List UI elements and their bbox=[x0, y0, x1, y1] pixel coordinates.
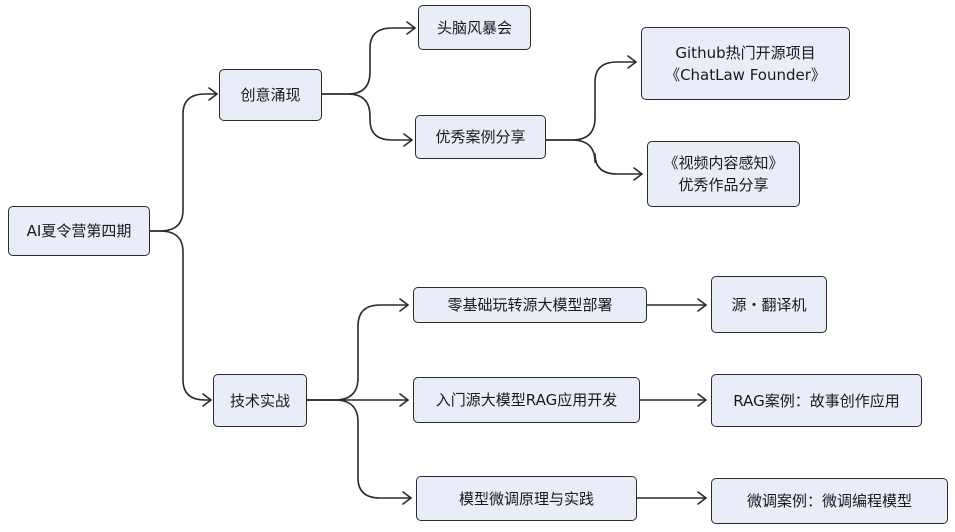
arrowhead bbox=[402, 491, 412, 505]
connector-creative-showcase bbox=[321, 93, 413, 141]
video-node[interactable]: 《视频内容感知》 优秀作品分享 bbox=[647, 141, 800, 207]
finetune-case-label: 微调案例：微调编程模型 bbox=[746, 492, 912, 510]
video-line2: 优秀作品分享 bbox=[678, 176, 769, 194]
arrowhead bbox=[208, 87, 218, 101]
brainstorm-label: 头脑风暴会 bbox=[436, 18, 512, 37]
tech-node[interactable]: 技术实战 bbox=[213, 374, 307, 427]
arrowhead bbox=[403, 133, 413, 147]
arrowhead bbox=[697, 491, 707, 505]
connector-showcase-github bbox=[545, 61, 637, 141]
finetune-label: 模型微调原理与实践 bbox=[458, 489, 594, 508]
arrowhead bbox=[399, 393, 409, 407]
tech-label: 技术实战 bbox=[229, 391, 290, 410]
translator-node[interactable]: 源・翻译机 bbox=[711, 276, 827, 333]
rag-case-node[interactable]: RAG案例：故事创作应用 bbox=[711, 374, 922, 427]
creative-node[interactable]: 创意涌现 bbox=[219, 69, 322, 121]
rag-case-label: RAG案例：故事创作应用 bbox=[733, 391, 900, 410]
connector-tech-finetune bbox=[306, 399, 412, 499]
finetune-node[interactable]: 模型微调原理与实践 bbox=[416, 476, 637, 521]
brainstorm-node[interactable]: 头脑风暴会 bbox=[418, 5, 531, 50]
showcase-label: 优秀案例分享 bbox=[435, 128, 526, 146]
deploy-label: 零基础玩转源大模型部署 bbox=[447, 296, 613, 314]
root-node[interactable]: AI夏令营第四期 bbox=[8, 206, 150, 256]
translator-label: 源・翻译机 bbox=[731, 295, 807, 314]
arrowhead bbox=[697, 393, 707, 407]
github-line2: 《ChatLaw Founder》 bbox=[665, 65, 826, 84]
connector-tech-deploy bbox=[306, 304, 409, 401]
arrowhead bbox=[627, 55, 637, 69]
finetune-case-node[interactable]: 微调案例：微调编程模型 bbox=[711, 478, 948, 524]
github-node[interactable]: Github热门开源项目 《ChatLaw Founder》 bbox=[641, 27, 850, 100]
arrowhead bbox=[202, 393, 212, 407]
connector-root-creative bbox=[149, 93, 218, 232]
deploy-node[interactable]: 零基础玩转源大模型部署 bbox=[413, 287, 647, 323]
showcase-node[interactable]: 优秀案例分享 bbox=[415, 115, 546, 159]
connector-root-tech bbox=[149, 230, 212, 401]
video-line1: 《视频内容感知》 bbox=[663, 154, 784, 172]
arrowhead bbox=[697, 298, 707, 312]
creative-label: 创意涌现 bbox=[240, 86, 301, 104]
root-label: AI夏令营第四期 bbox=[26, 222, 132, 240]
rag-dev-label: 入门源大模型RAG应用开发 bbox=[435, 391, 618, 409]
arrowhead bbox=[406, 21, 416, 35]
arrowhead bbox=[633, 167, 643, 181]
rag-dev-node[interactable]: 入门源大模型RAG应用开发 bbox=[413, 377, 640, 423]
github-line1: Github热门开源项目 bbox=[675, 43, 816, 62]
connector-showcase-video bbox=[545, 139, 643, 175]
connector-creative-brainstorm bbox=[321, 27, 416, 95]
arrowhead bbox=[399, 298, 409, 312]
